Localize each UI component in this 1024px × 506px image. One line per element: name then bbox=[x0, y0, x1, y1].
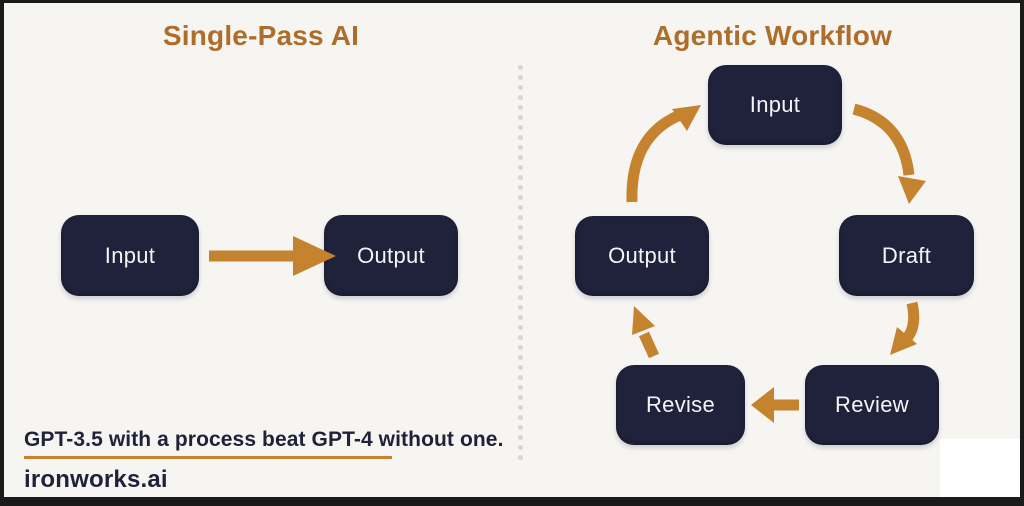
single-pass-output-node: Output bbox=[324, 215, 458, 296]
agentic-input-node: Input bbox=[708, 65, 842, 145]
agentic-output-node: Output bbox=[575, 216, 709, 296]
right-panel-title: Agentic Workflow bbox=[652, 20, 893, 51]
arrow-output-to-input bbox=[626, 105, 701, 203]
brand-text: ironworks.ai bbox=[24, 466, 168, 493]
arrow-revise-to-output bbox=[632, 306, 659, 359]
tagline-text: GPT-3.5 with a process beat GPT-4 withou… bbox=[24, 428, 504, 451]
arrow-draft-to-review bbox=[890, 301, 920, 355]
node-label: Output bbox=[608, 243, 676, 268]
node-label: Draft bbox=[881, 242, 932, 268]
node-label: Review bbox=[835, 392, 909, 417]
agentic-draft-node: Draft bbox=[839, 215, 974, 296]
arrow-input-to-draft bbox=[852, 103, 926, 204]
single-pass-input-node: Input bbox=[61, 215, 199, 296]
node-label: Input bbox=[104, 242, 156, 268]
node-label: Revise bbox=[645, 392, 716, 417]
tagline-underline bbox=[24, 456, 392, 459]
arrow-input-to-output bbox=[209, 236, 336, 276]
node-label: Output bbox=[357, 242, 425, 268]
corner-white-patch bbox=[940, 439, 1020, 497]
arrow-review-to-revise bbox=[751, 387, 799, 423]
agentic-revise-node: Revise bbox=[616, 365, 745, 445]
left-panel-title: Single-Pass AI bbox=[162, 20, 360, 51]
panel-divider bbox=[518, 65, 523, 465]
node-label: Input bbox=[749, 92, 801, 117]
agentic-review-node: Review bbox=[805, 365, 939, 445]
